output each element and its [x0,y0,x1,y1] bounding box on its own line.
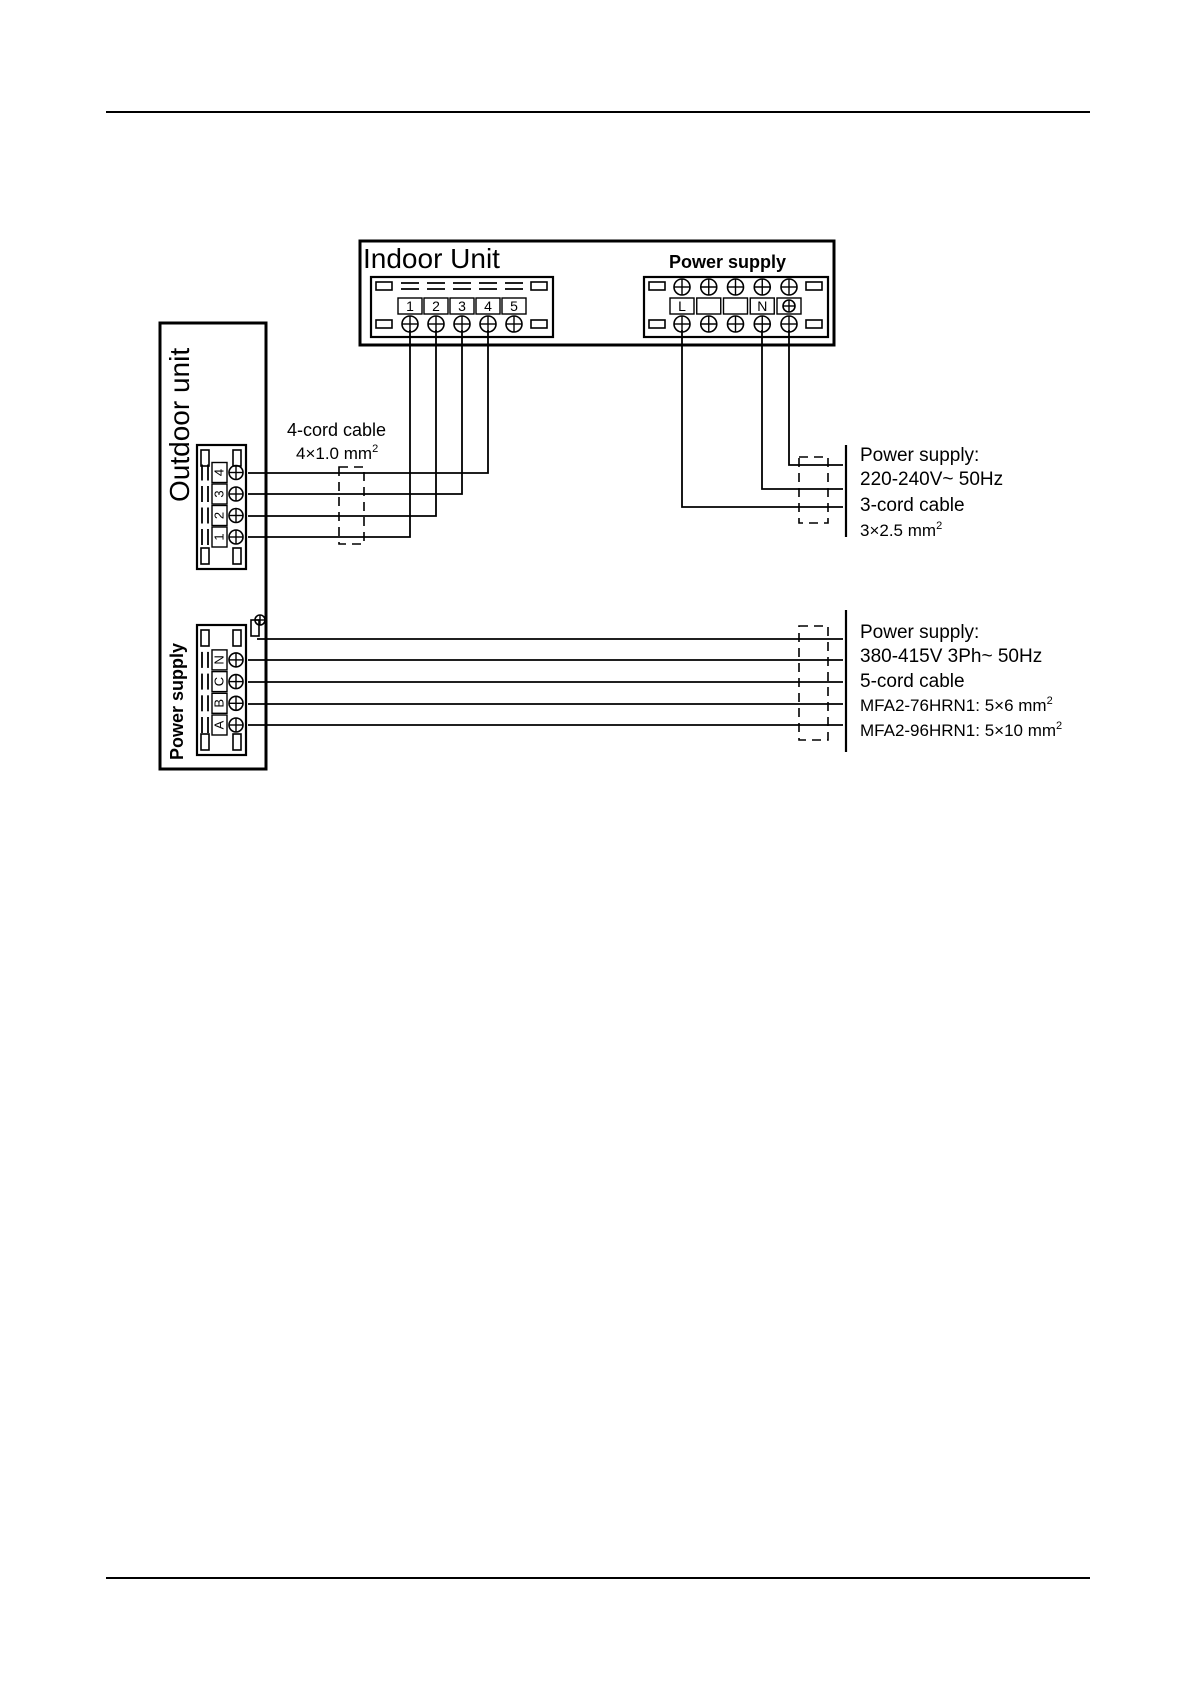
indoor-signal-terminal-block: 1 2 3 4 5 [371,277,553,337]
outdoor-power-end-slot-icon [233,734,241,750]
outdoor-power-end-slot-icon [201,630,209,646]
outdoor-signal-terminal-label: 3 [212,490,227,497]
outdoor-unit-title: Outdoor unit [164,348,195,502]
outdoor-power-end-slot-icon [233,630,241,646]
signal-cable-name: 4-cord cable [287,420,386,440]
indoor-power-supply-label: Power supply [669,252,786,272]
outdoor-power-terminal-label: A [212,720,227,729]
indoor-power-cable: Power supply: 220-240V~ 50Hz 3-cord cabl… [682,330,1003,540]
indoor-signal-end-slot-icon [531,282,547,290]
outdoor-unit: Outdoor unit Power supply 1 2 3 4 A B C N [160,323,266,769]
outdoor-power-note-line1: Power supply: [860,622,979,643]
outdoor-signal-end-slot-icon [233,548,241,564]
indoor-power-note-line1: Power supply: [860,445,979,466]
outdoor-power-end-slot-icon [201,734,209,750]
indoor-power-end-slot-icon [649,320,665,328]
indoor-signal-terminal-label: 5 [510,298,518,314]
signal-wire-3 [248,330,462,494]
outdoor-power-terminal-label: B [212,699,227,708]
indoor-signal-terminal-label: 2 [432,298,440,314]
outdoor-power-note-line3: 5-cord cable [860,671,965,692]
outdoor-signal-block-outline [197,445,246,569]
indoor-power-terminal-label: N [757,298,767,314]
outdoor-power-note-model2: MFA2-96HRN1: 5×10 mm2 [860,720,1062,740]
indoor-power-wire-earth [789,330,843,465]
outdoor-signal-end-slot-icon [201,450,209,466]
indoor-power-note-line3: 3-cord cable [860,495,965,516]
indoor-signal-end-slot-icon [376,282,392,290]
indoor-power-end-slot-icon [806,282,822,290]
outdoor-power-cable-sheath [799,626,828,740]
signal-cable-size: 4×1.0 mm2 [296,443,378,463]
outdoor-power-note-line2: 380-415V 3Ph~ 50Hz [860,646,1042,667]
indoor-power-label-cell [697,298,721,314]
outdoor-power-cable: Power supply: 380-415V 3Ph~ 50Hz 5-cord … [248,610,1062,752]
indoor-power-end-slot-icon [649,282,665,290]
indoor-power-label-cell [724,298,748,314]
outdoor-power-note-model1: MFA2-76HRN1: 5×6 mm2 [860,695,1053,715]
signal-cable-sheath [339,467,364,544]
indoor-signal-end-slot-icon [376,320,392,328]
indoor-power-end-slot-icon [806,320,822,328]
signal-cable: 4-cord cable 4×1.0 mm2 [248,330,488,544]
outdoor-signal-end-slot-icon [201,548,209,564]
outdoor-signal-terminal-label: 4 [212,469,227,476]
indoor-power-note-size: 3×2.5 mm2 [860,520,942,540]
outdoor-signal-terminal-block: 1 2 3 4 [197,445,246,569]
outdoor-power-terminal-label: C [212,677,227,686]
outdoor-power-terminal-block: A B C N [197,625,246,755]
indoor-power-cable-sheath [799,457,828,523]
indoor-signal-terminal-label: 3 [458,298,466,314]
indoor-unit-title: Indoor Unit [363,243,500,274]
indoor-signal-terminal-label: 1 [406,298,414,314]
outdoor-power-supply-label: Power supply [167,643,187,760]
indoor-power-terminal-label: L [678,298,686,314]
outdoor-signal-end-slot-icon [233,450,241,466]
indoor-signal-terminal-label: 4 [484,298,492,314]
outdoor-signal-terminal-label: 2 [212,512,227,519]
outdoor-power-terminal-label: N [212,655,227,664]
outdoor-signal-terminal-label: 1 [212,533,227,540]
indoor-power-note-line2: 220-240V~ 50Hz [860,469,1003,490]
indoor-signal-end-slot-icon [531,320,547,328]
